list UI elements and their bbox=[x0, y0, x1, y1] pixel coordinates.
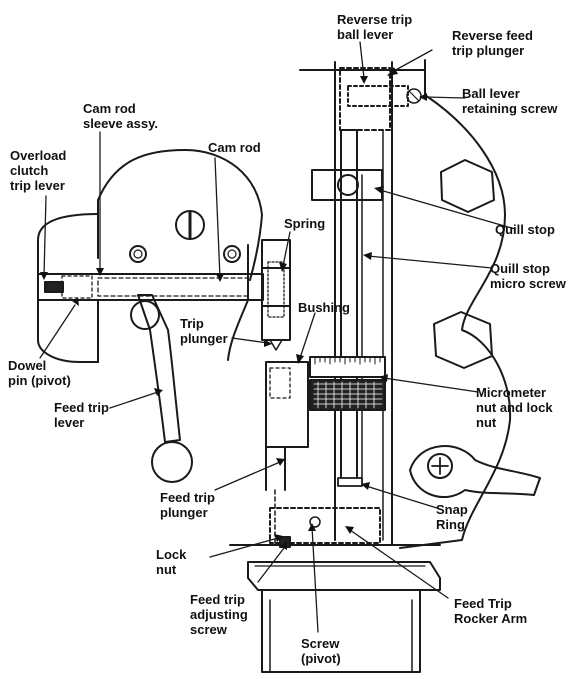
lock-nut-knurled bbox=[309, 379, 386, 411]
hex-bolt-lower bbox=[433, 311, 493, 369]
bushing-inner bbox=[269, 367, 291, 399]
label-reverse-trip-ball-lever: Reverse trip ball lever bbox=[337, 12, 413, 42]
label-trip-plunger: Trip plunger bbox=[180, 316, 228, 346]
label-ball-lever-retaining-screw: Ball lever retaining screw bbox=[462, 86, 558, 116]
quill-sleeve bbox=[261, 589, 421, 673]
cam-rod-end-pin bbox=[44, 281, 64, 293]
cam-rod bbox=[97, 277, 249, 297]
feed-trip-rocker-arm bbox=[269, 507, 381, 544]
label-screw-pivot: Screw (pivot) bbox=[301, 636, 341, 666]
quill-lock-handle bbox=[409, 445, 541, 499]
quill-stop-block bbox=[311, 169, 383, 201]
label-reverse-feed-trip-plunger: Reverse feed trip plunger bbox=[452, 28, 533, 58]
spring bbox=[267, 261, 285, 318]
trip-plunger-tip bbox=[269, 339, 283, 351]
label-feed-trip-adjusting-screw: Feed trip adjusting screw bbox=[190, 592, 248, 637]
head-casting-outline bbox=[399, 59, 512, 549]
label-quill-stop-micro-screw: Quill stop micro screw bbox=[490, 261, 566, 291]
label-feed-trip-rocker-arm: Feed Trip Rocker Arm bbox=[454, 596, 528, 626]
rocker-arm-pivot bbox=[309, 516, 321, 528]
label-quill-stop: Quill stop bbox=[495, 222, 555, 237]
cam-housing bbox=[97, 149, 263, 281]
label-bushing: Bushing bbox=[298, 300, 350, 315]
hex-bolt-upper bbox=[440, 159, 495, 213]
label-feed-trip-lever: Feed trip lever bbox=[54, 400, 109, 430]
lock-nut-knurl-pattern bbox=[313, 381, 383, 409]
reverse-trip-block bbox=[339, 67, 391, 131]
label-cam-rod-sleeve-assy: Cam rod sleeve assy. bbox=[83, 101, 158, 131]
micrometer-nut bbox=[309, 356, 386, 378]
micrometer-nut-scale bbox=[314, 356, 381, 365]
leader-lines bbox=[39, 41, 516, 633]
label-snap-ring: Snap Ring bbox=[436, 502, 468, 532]
cam-center-screw bbox=[175, 210, 205, 240]
label-lock-nut: Lock nut bbox=[156, 547, 187, 577]
lower-flange bbox=[247, 561, 441, 591]
cam-housing-screw-left bbox=[129, 245, 147, 263]
ball-lever-screw-slot bbox=[408, 90, 420, 102]
feed-trip-lever-arm bbox=[137, 294, 181, 443]
label-dowel-pin-pivot: Dowel pin (pivot) bbox=[8, 358, 71, 388]
feed-trip-lever-ball bbox=[151, 441, 193, 483]
bushing bbox=[265, 361, 309, 448]
quill-lock-screw-head bbox=[427, 453, 453, 479]
quill-lock-screw-slot bbox=[431, 457, 449, 475]
cam-housing-screw-right-inner bbox=[227, 249, 237, 259]
reverse-feed-plunger-body bbox=[347, 85, 409, 107]
cam-housing-screw-right bbox=[223, 245, 241, 263]
cam-rod-end-right bbox=[261, 267, 291, 307]
cam-rod-left-cap bbox=[61, 275, 93, 299]
feed-trip-lever-pivot bbox=[130, 300, 160, 330]
label-feed-trip-plunger: Feed trip plunger bbox=[160, 490, 215, 520]
label-cam-rod: Cam rod bbox=[208, 140, 261, 155]
cam-housing-screw-left-inner bbox=[133, 249, 143, 259]
label-overload-clutch-trip-lever: Overload clutch trip lever bbox=[10, 148, 67, 193]
quill-stop-hole bbox=[337, 174, 359, 196]
label-spring: Spring bbox=[284, 216, 326, 231]
label-micrometer-nut-and-lock-nut: Micrometer nut and lock nut bbox=[476, 385, 553, 430]
snap-ring bbox=[337, 477, 363, 487]
